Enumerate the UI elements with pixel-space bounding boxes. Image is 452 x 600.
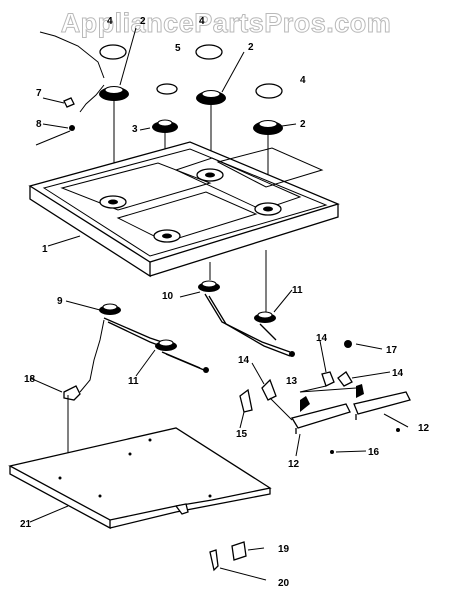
callout-7: 7	[36, 88, 42, 99]
mounting-clip	[209, 549, 219, 572]
callout-8: 8	[36, 119, 42, 130]
callout-16: 16	[368, 447, 380, 458]
burner-head-small	[152, 119, 178, 133]
callout-4-right: 4	[300, 75, 306, 86]
screw	[35, 125, 75, 146]
burner-head-right-rear	[196, 90, 226, 105]
cooktop	[28, 141, 340, 278]
burner-head-right-front	[253, 120, 283, 135]
callout-2-center: 2	[248, 42, 254, 53]
bottom-panel	[8, 427, 272, 530]
callout-19: 19	[278, 544, 290, 555]
callout-17: 17	[386, 345, 398, 356]
burner-wire	[79, 319, 105, 393]
bracket	[63, 385, 81, 475]
callout-14-left: 14	[238, 355, 250, 366]
callout-3: 3	[132, 124, 138, 135]
callout-2-left: 2	[140, 16, 146, 27]
callout-18: 18	[24, 374, 36, 385]
alignment-lines-bottom	[209, 250, 267, 312]
valve-lines	[269, 385, 400, 454]
ignitor-wire	[39, 31, 105, 113]
callout-15: 15	[236, 429, 248, 440]
clip	[63, 97, 75, 108]
leader-lines	[29, 27, 409, 581]
callout-11-right: 11	[292, 285, 303, 296]
callout-12-right: 12	[418, 423, 430, 434]
burner-cap-right-rear	[195, 44, 223, 60]
callout-11-left: 11	[128, 376, 139, 387]
burner-right-rear	[198, 280, 295, 357]
burner-left-rear	[99, 303, 169, 349]
burner-right-front	[254, 311, 277, 341]
callout-14-center: 14	[316, 333, 328, 344]
burner-cap-right-front	[255, 83, 283, 99]
callout-13: 13	[286, 376, 298, 387]
callout-21: 21	[20, 519, 32, 530]
callouts: 1 2 2 2 3 4 4 4 5 7 8 9 10 11 11 12 12 1…	[20, 16, 430, 589]
callout-1: 1	[42, 244, 48, 255]
burner-cap-small	[156, 83, 178, 95]
burner-cap-left-rear	[99, 44, 127, 60]
callout-14-right: 14	[392, 368, 404, 379]
thermostat-bracket	[239, 378, 277, 413]
manifold-rails	[290, 391, 411, 434]
burner-left-front	[155, 339, 209, 373]
valve-orifices	[321, 340, 353, 387]
callout-20: 20	[278, 578, 290, 589]
terminal-block	[231, 541, 247, 561]
watermark: AppliancePartsPros.com	[60, 8, 392, 39]
callout-5: 5	[175, 43, 181, 54]
callout-10: 10	[162, 291, 174, 302]
callout-4-left: 4	[107, 16, 113, 27]
callout-12-left: 12	[288, 459, 300, 470]
callout-9: 9	[57, 296, 63, 307]
callout-2-right: 2	[300, 119, 306, 130]
callout-4-center: 4	[199, 16, 205, 27]
burner-head-left-rear	[99, 86, 129, 101]
gas-valves	[300, 384, 364, 412]
